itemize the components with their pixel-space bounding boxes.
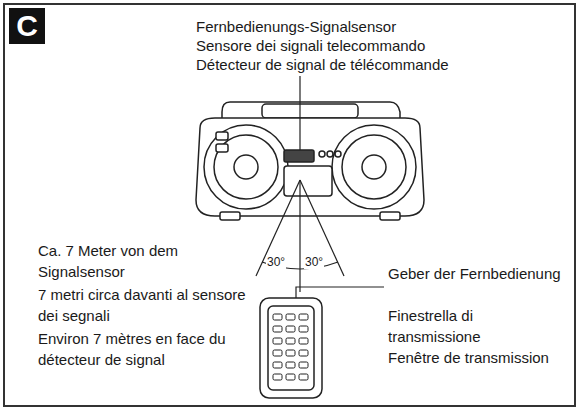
distance-label-it: 7 metri circa davanti al sensore dei seg…: [38, 284, 250, 326]
remote-key: [299, 314, 308, 320]
angle-label: 30°: [266, 255, 286, 269]
distance-label-de: Ca. 7 Meter von dem Signalsensor: [38, 240, 250, 282]
remote-key: [299, 362, 308, 368]
remote-key: [286, 338, 295, 344]
transmitter-label-fr: Fenêtre de transmission: [388, 347, 568, 368]
remote-key: [273, 314, 282, 320]
sensor-label-fr: Détecteur de signal de télécommande: [196, 54, 449, 75]
remote-key: [299, 326, 308, 332]
remote-key: [299, 338, 308, 344]
remote-key: [286, 374, 295, 380]
sensor-label-de: Fernbedienungs-Signalsensor: [196, 16, 396, 37]
remote-key: [273, 326, 282, 332]
transmitter-label-de: Geber der Fernbedienung: [388, 263, 568, 284]
remote-key: [299, 374, 308, 380]
remote-key: [286, 362, 295, 368]
distance-label-fr: Environ 7 mètres en face du détecteur de…: [38, 328, 250, 370]
remote-control: [260, 298, 322, 398]
remote-key: [273, 338, 282, 344]
section-letter: C: [9, 8, 45, 44]
remote-key: [273, 362, 282, 368]
transmitter-label-it: Finestrella di transmissione: [388, 305, 568, 347]
leader-lines: [256, 76, 384, 300]
angle-label: 30°: [304, 255, 324, 269]
remote-key: [273, 374, 282, 380]
sensor-label-it: Sensore dei signali telecommando: [196, 35, 425, 56]
remote-key: [286, 326, 295, 332]
remote-key: [286, 314, 295, 320]
remote-key: [273, 350, 282, 356]
remote-key: [286, 350, 295, 356]
remote-key: [299, 350, 308, 356]
frame: [4, 4, 575, 406]
